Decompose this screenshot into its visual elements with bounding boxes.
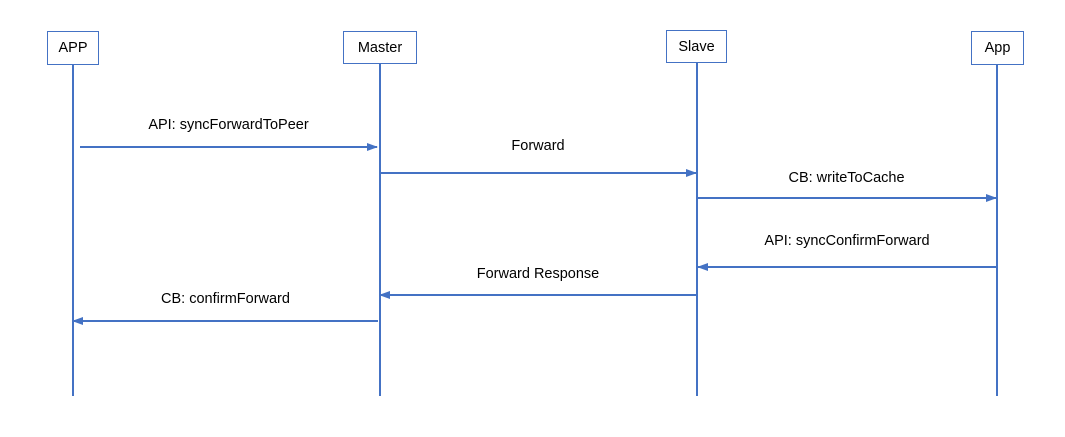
lifeline-slave [696,62,698,396]
message-1-arrow [80,142,378,151]
message-2-arrow [380,168,697,177]
arrowhead-right-icon [686,168,697,177]
actor-box-master: Master [343,31,417,64]
message-4-arrow [697,262,996,271]
lifeline-app [72,64,74,396]
message-5-arrow [379,290,696,299]
actor-box-app-2: App [971,31,1024,65]
message-6-arrow [72,316,378,325]
message-3-arrow [697,193,997,202]
arrowhead-left-icon [697,262,708,271]
actor-label-slave: Slave [678,38,715,55]
message-1-label: API: syncForwardToPeer [148,117,309,133]
actor-label-app-2: App [984,40,1011,56]
actor-box-app: APP [47,31,99,65]
message-2-label: Forward [511,138,565,154]
lifeline-master [379,63,381,396]
message-6-label: CB: confirmForward [161,291,290,307]
actor-label-master: Master [357,39,403,56]
arrowhead-right-icon [986,193,997,202]
arrowhead-right-icon [367,142,378,151]
message-5-label: Forward Response [476,266,600,282]
lifeline-app-2 [996,64,998,396]
actor-label-app: APP [58,40,88,56]
message-4-label: API: syncConfirmForward [764,233,930,249]
actor-box-slave: Slave [666,30,727,63]
message-3-label: CB: writeToCache [788,170,905,186]
arrowhead-left-icon [72,316,83,325]
arrowhead-left-icon [379,290,390,299]
